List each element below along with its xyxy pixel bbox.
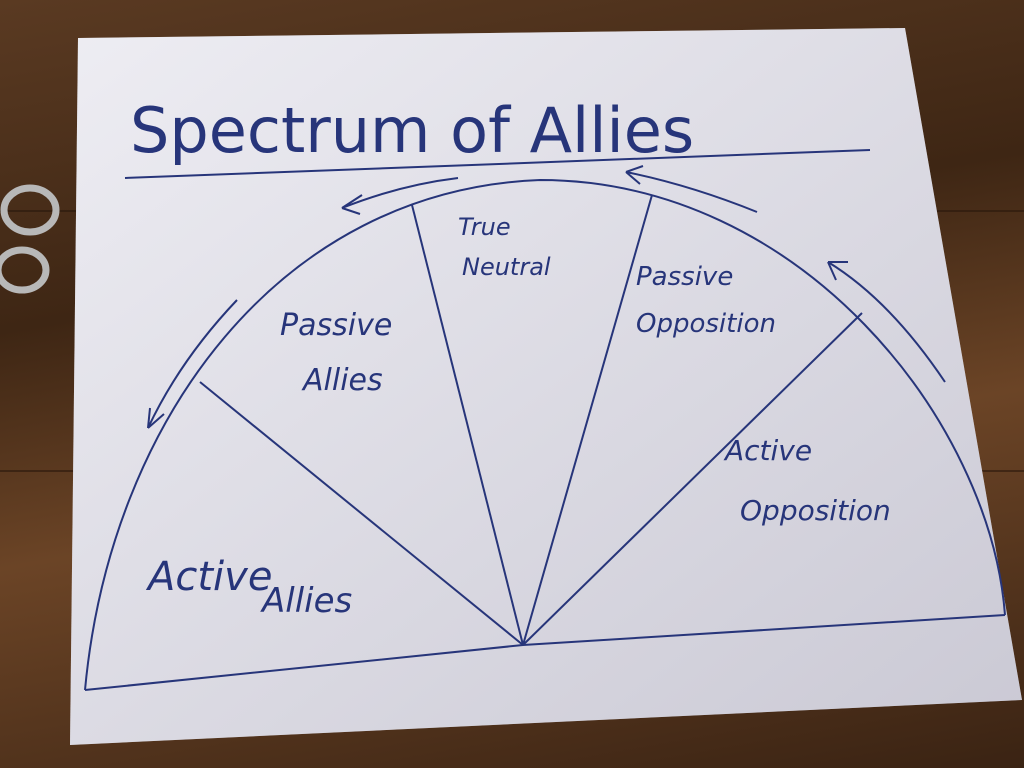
segment-label: Allies (260, 581, 352, 621)
divider-line (411, 204, 524, 646)
segment-label: True (458, 213, 511, 241)
segment-label: Passive (636, 262, 733, 292)
arrow-icon (341, 177, 459, 215)
diagram-title: Spectrum of Allies (130, 94, 694, 167)
segment-label: Active (723, 434, 812, 467)
segment-label: Opposition (636, 309, 776, 339)
segment-active-allies: Active Allies (145, 554, 352, 621)
segment-passive-allies: Passive Allies (280, 308, 392, 398)
scissors-icon (0, 184, 60, 294)
segment-label: Allies (301, 363, 383, 398)
divider-line (199, 381, 524, 646)
arrow-icon (147, 299, 238, 429)
segment-label: Opposition (740, 494, 891, 527)
title-underline (124, 149, 871, 179)
segment-passive-opposition: Passive Opposition (636, 262, 776, 339)
arrow-icon (625, 165, 758, 213)
divider-line (522, 194, 653, 646)
semicircle-arc (84, 178, 1006, 691)
segment-label: Neutral (462, 253, 551, 281)
segment-true-neutral: True Neutral (458, 213, 551, 281)
segment-label: Passive (280, 308, 392, 343)
segment-label: Active (145, 554, 272, 600)
divider-line (522, 312, 863, 646)
arrow-icon (827, 261, 946, 383)
segment-active-opposition: Active Opposition (723, 434, 891, 527)
